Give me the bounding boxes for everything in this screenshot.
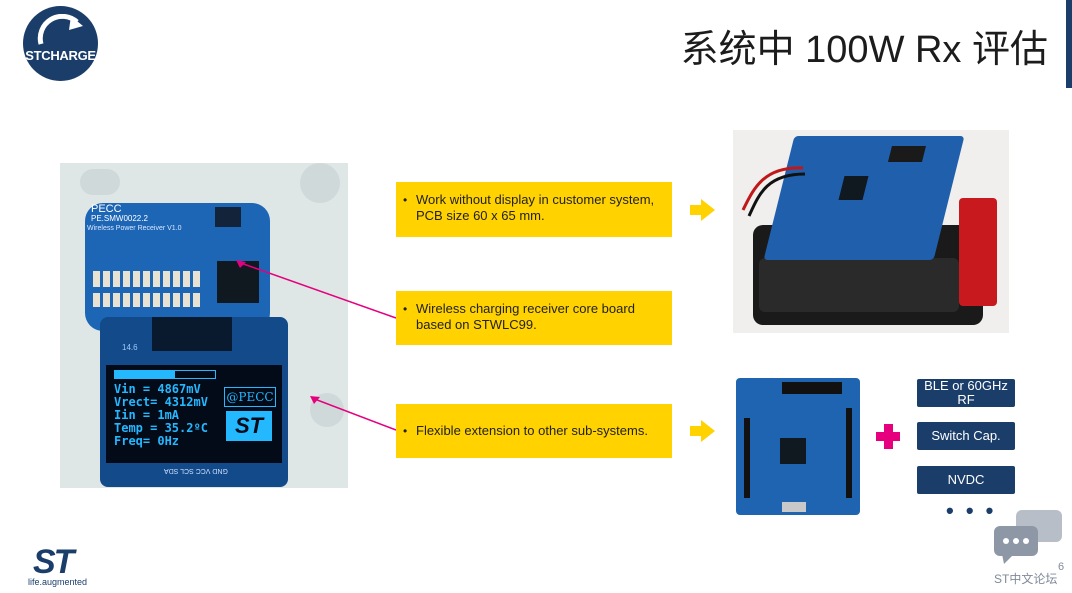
board-label: PECC [91, 203, 122, 215]
oled-pecc: @PECC [224, 387, 276, 407]
oled-line-vin: Vin = 4867mV [114, 382, 201, 396]
oled-header: 14.6 [122, 343, 138, 352]
plus-icon [884, 424, 893, 449]
receiver-pcb: PECC PE.SMW0022.2 Wireless Power Receive… [85, 203, 270, 331]
lightning-swoosh-icon [37, 14, 83, 45]
slide-title: 系统中 100W Rx 评估 [680, 29, 1048, 71]
logo-text: STCHARGE [25, 48, 96, 63]
tag-switch-cap: Switch Cap. [917, 422, 1015, 450]
oled-screen: Vin = 4867mV Vrect= 4312mV Iin = 1mA Tem… [106, 365, 282, 463]
oled-line-iin: Iin = 1mA [114, 408, 180, 422]
callout-display-text: Work without display in customer system,… [416, 192, 655, 223]
callout-core-board: • Wireless charging receiver core board … [396, 291, 672, 345]
battery-red-latch [959, 198, 997, 306]
board-part: PE.SMW0022.2 [91, 214, 148, 223]
page-number: 6 [1058, 561, 1065, 573]
st-logo: ST [33, 543, 74, 581]
more-dots: • • • [946, 498, 997, 523]
callout-extension-text: Flexible extension to other sub-systems. [416, 423, 648, 438]
callout-core-board-text: Wireless charging receiver core board ba… [416, 301, 635, 332]
oled-line-temp: Temp = 35.2ºC [114, 421, 208, 435]
forum-label: ST中文论坛 [994, 572, 1058, 586]
tag-nvdc: NVDC [917, 466, 1015, 494]
connector [215, 207, 241, 227]
oled-line-vrect: Vrect= 4312mV [114, 395, 208, 409]
receiver-ic [217, 261, 259, 303]
board-subtitle: Wireless Power Receiver V1.0 [87, 225, 182, 232]
callout-extension: • Flexible extension to other sub-system… [396, 404, 672, 458]
chat-bubble-icon [994, 510, 1062, 564]
receiver-module-photo [736, 378, 860, 515]
oled-module: 14.6 Vin = 4867mV Vrect= 4312mV Iin = 1m… [100, 317, 288, 487]
tag-ble-rf: BLE or 60GHz RF [917, 379, 1015, 407]
oled-line-freq: Freq= 0Hz [114, 434, 180, 448]
stcharge-logo: STCHARGE [23, 6, 98, 81]
oled-st-logo: ST [226, 411, 272, 441]
callout-display: • Work without display in customer syste… [396, 182, 672, 237]
battery-with-board-photo [733, 130, 1009, 333]
receiver-board-photo: PECC PE.SMW0022.2 Wireless Power Receive… [60, 163, 348, 488]
st-slogan: life.augmented [28, 577, 88, 587]
title-accent-bar [1066, 0, 1072, 88]
oled-readout: Vin = 4867mV Vrect= 4312mV Iin = 1mA Tem… [114, 383, 208, 448]
